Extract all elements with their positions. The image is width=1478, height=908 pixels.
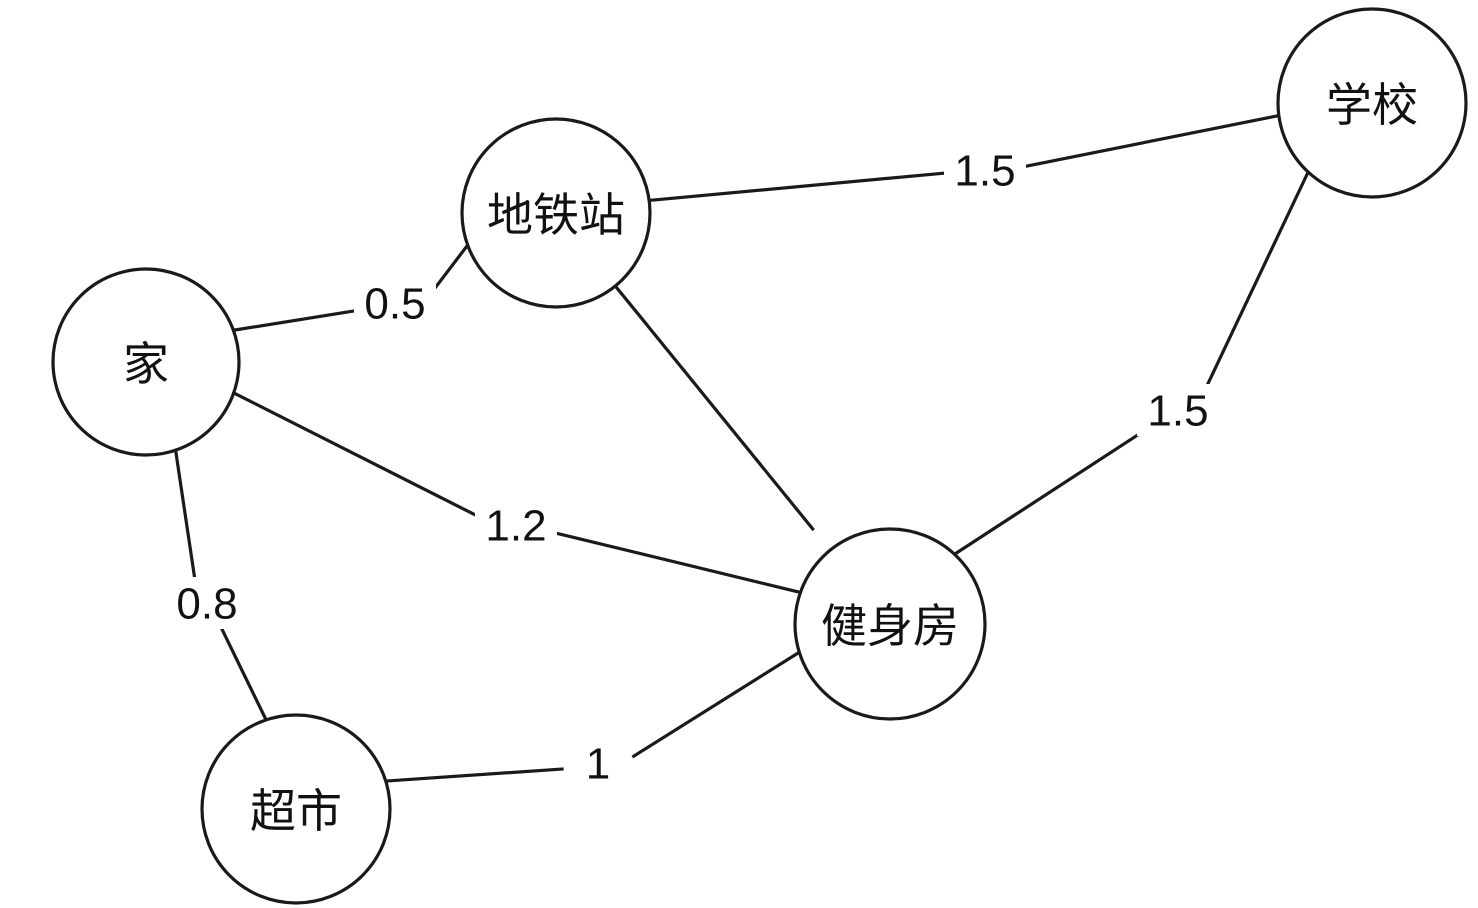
edge-weight-backdrop — [1137, 384, 1219, 436]
node-label-market: 超市 — [250, 785, 342, 837]
edge-weight-market-gym: 1 — [586, 740, 610, 789]
node-circle-gym[interactable] — [793, 527, 987, 721]
edge-segment — [614, 284, 815, 532]
edge-segment — [549, 530, 801, 594]
node-subway[interactable]: 地铁站 — [460, 117, 652, 309]
edge-weight-home-gym: 1.2 — [485, 502, 546, 551]
edge-segment — [1201, 171, 1310, 397]
node-label-school: 学校 — [1326, 79, 1418, 131]
edge-weight-backdrop — [579, 737, 617, 789]
node-label-subway: 地铁站 — [487, 189, 625, 241]
edge-segment — [385, 767, 564, 783]
node-circle-school[interactable] — [1276, 7, 1468, 199]
edge-segment — [631, 650, 801, 759]
node-circle-home[interactable] — [51, 267, 241, 457]
edge-segment — [232, 391, 483, 520]
edge-segment — [174, 449, 198, 585]
edge-segment — [649, 171, 950, 203]
edge-weight-school-gym: 1.5 — [1147, 387, 1208, 436]
edge-subway-gym — [614, 284, 815, 532]
edge-weight-subway-school: 1.5 — [954, 147, 1015, 196]
node-label-gym: 健身房 — [821, 600, 959, 652]
edge-weight-home-subway: 0.5 — [364, 280, 425, 329]
node-label-home: 家 — [123, 338, 169, 390]
edges-layer — [174, 113, 1310, 783]
edge-weight-backdrop — [354, 277, 436, 329]
edge-home-gym — [232, 391, 801, 594]
edge-segment — [233, 308, 362, 332]
node-circle-subway[interactable] — [460, 117, 652, 309]
edge-weight-backdrop — [166, 577, 248, 629]
edge-segment — [217, 621, 268, 721]
edge-labels-layer: 0.5 1.5 1.5 1.2 0.8 1 — [166, 144, 1219, 789]
edge-segment — [953, 423, 1155, 556]
node-home[interactable]: 家 — [51, 267, 241, 457]
edge-market-gym — [385, 650, 801, 783]
node-market[interactable]: 超市 — [200, 713, 392, 905]
node-gym[interactable]: 健身房 — [793, 527, 987, 721]
edge-weight-backdrop — [475, 499, 557, 551]
edge-home-market — [174, 449, 268, 721]
edge-weight-backdrop — [944, 144, 1026, 196]
edge-segment — [1020, 113, 1280, 169]
node-circle-market[interactable] — [200, 713, 392, 905]
node-school[interactable]: 学校 — [1276, 7, 1468, 199]
edge-weight-home-market: 0.8 — [176, 580, 237, 629]
edge-subway-school — [649, 113, 1280, 203]
edge-school-gym — [953, 171, 1310, 556]
